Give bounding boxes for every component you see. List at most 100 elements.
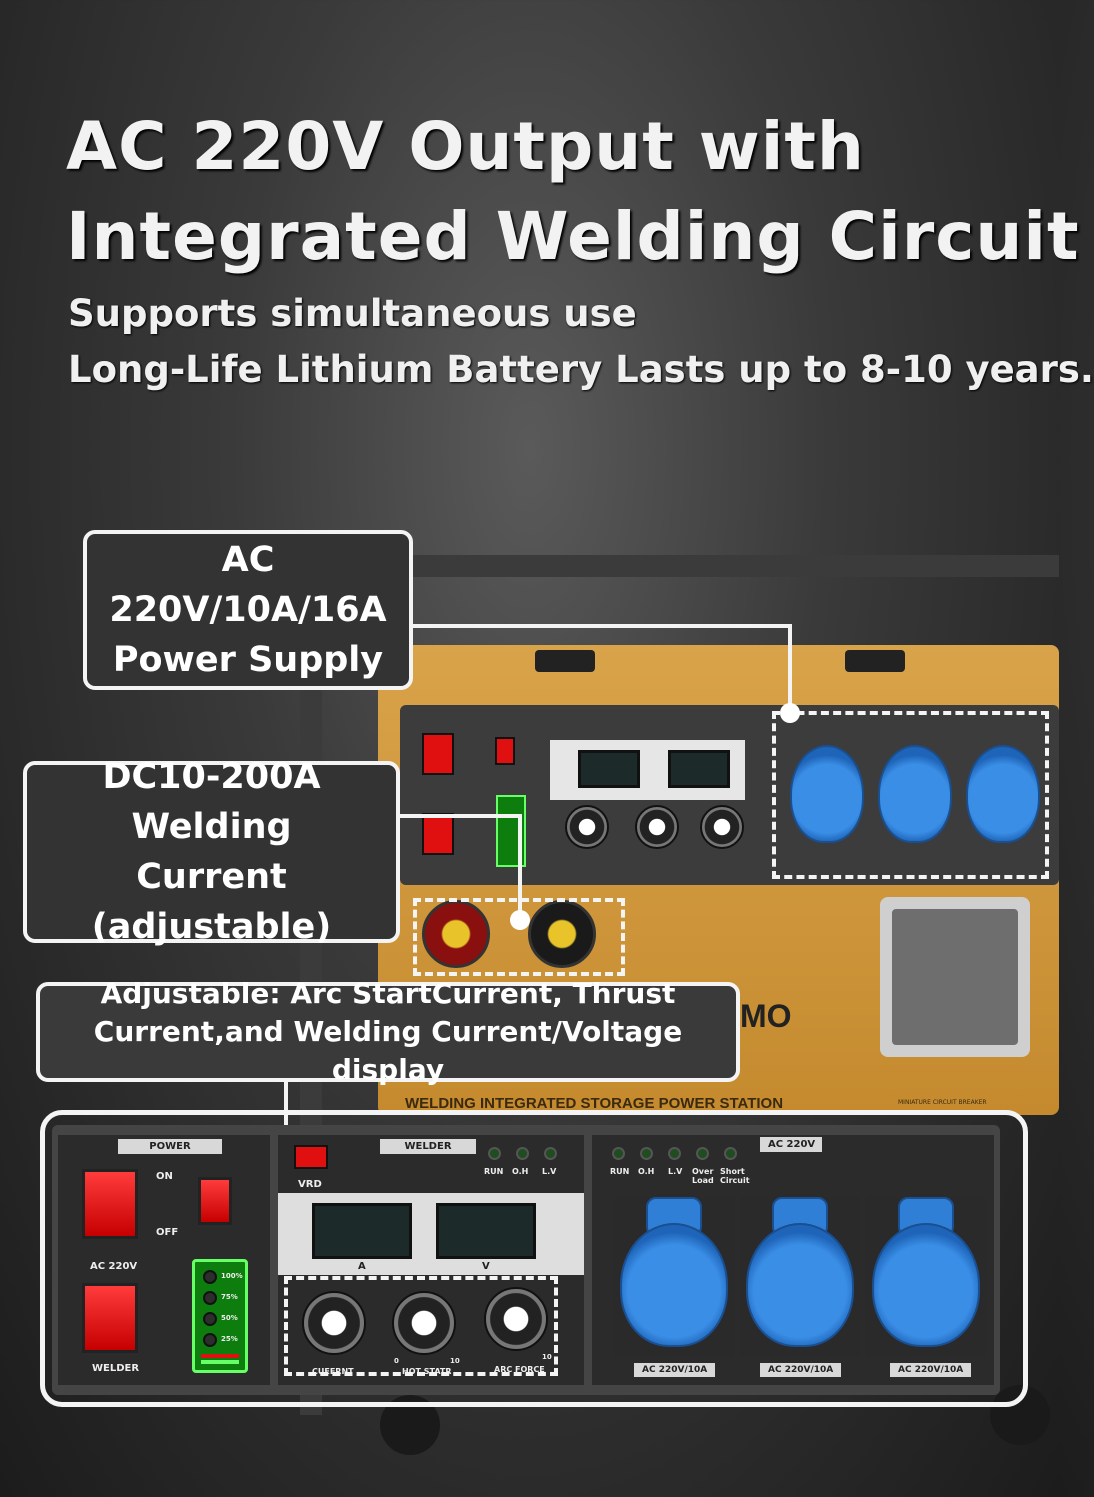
highlight-knobs	[284, 1276, 558, 1376]
ac-ind-run: RUN	[610, 1167, 630, 1176]
connector-power-h	[410, 624, 792, 628]
callout-welding-current: DC10-200A Welding Current (adjustable)	[23, 757, 400, 947]
upper-lcd-v	[668, 750, 730, 788]
welder-led-run	[488, 1147, 501, 1160]
highlight-sockets	[772, 711, 1049, 879]
upper-red-switch-2	[422, 813, 454, 855]
upper-socket-1	[790, 745, 864, 843]
power-section-title: POWER	[118, 1139, 222, 1154]
welder-led-lv	[544, 1147, 557, 1160]
ac-ind-short: Short Circuit	[720, 1167, 750, 1185]
socket-unit-3	[866, 1197, 986, 1357]
headline-line-2: Integrated Welding Circuit	[66, 198, 1080, 275]
welder-switch-label: WELDER	[92, 1363, 140, 1374]
ac-led-short	[724, 1147, 737, 1160]
knob-hot-start[interactable]	[392, 1291, 456, 1355]
knob-current-label: CUEERNT	[312, 1367, 354, 1376]
product-line: WELDING INTEGRATED STORAGE POWER STATION	[405, 1095, 784, 1112]
connector-power-dot	[780, 703, 800, 723]
latch-right	[845, 650, 905, 672]
main-power-switch[interactable]	[198, 1177, 232, 1225]
headline-line-1: AC 220V Output with	[66, 108, 865, 185]
ac-section-title: AC 220V	[760, 1137, 822, 1152]
welder-section: WELDER VRD RUN O.H L.V A V CUEERNT 0 10 …	[278, 1135, 584, 1385]
welder-ind-oh: O.H	[512, 1167, 529, 1176]
on-label: ON	[156, 1171, 173, 1182]
ac-led-run	[612, 1147, 625, 1160]
latch-left	[535, 650, 595, 672]
vrd-button[interactable]	[294, 1145, 328, 1169]
knob-arc-force[interactable]	[484, 1287, 548, 1351]
battery-indicator: 100% 75% 50% 25%	[192, 1259, 248, 1373]
battery-level-50: 50%	[221, 1314, 238, 1322]
socket-2[interactable]	[746, 1223, 854, 1347]
callout-power-supply-line-1: AC 220V/10A/16A	[109, 540, 387, 630]
ac-ind-overload: Over Load	[692, 1167, 714, 1185]
off-label: OFF	[156, 1227, 179, 1238]
zoomed-panel: POWER AC 220V WELDER ON OFF 100% 75% 50%…	[52, 1125, 1000, 1395]
breaker-label: MINIATURE CIRCUIT BREAKER	[898, 1099, 987, 1106]
socket-3[interactable]	[872, 1223, 980, 1347]
callout-power-supply-line-2: Power Supply	[112, 640, 384, 680]
upper-knob-2	[635, 805, 679, 849]
battery-level-100: 100%	[221, 1272, 243, 1280]
socket-3-label: AC 220V/10A	[890, 1363, 972, 1377]
upper-knob-3	[700, 805, 744, 849]
connector-weld-dot	[510, 910, 530, 930]
battery-bar-green	[201, 1360, 239, 1364]
socket-1[interactable]	[620, 1223, 728, 1347]
socket-2-label: AC 220V/10A	[760, 1363, 842, 1377]
welder-section-title: WELDER	[380, 1139, 476, 1154]
lcd-voltage-unit: V	[482, 1261, 490, 1272]
socket-unit-1	[614, 1197, 734, 1357]
upper-socket-3	[966, 745, 1040, 843]
callout-power-supply: AC 220V/10A/16A Power Supply	[83, 530, 413, 690]
knob-arc-force-max: 10	[542, 1353, 552, 1361]
callout-adjustable: Adjustable: Arc StartCurrent, Thrust Cur…	[36, 977, 740, 1086]
breaker-box	[880, 897, 1030, 1057]
ac-led-lv	[668, 1147, 681, 1160]
power-section: POWER AC 220V WELDER ON OFF 100% 75% 50%…	[58, 1135, 270, 1385]
zoomed-panel-frame	[40, 1110, 1028, 1407]
knob-current[interactable]	[302, 1291, 366, 1355]
subhead-line-1: Supports simultaneous use	[68, 292, 637, 335]
lcd-current-unit: A	[358, 1261, 366, 1272]
upper-lcd-a	[578, 750, 640, 788]
callout-adjustable-line-1: Adjustable: Arc StartCurrent, Thrust	[100, 977, 676, 1010]
connector-weld-h	[398, 814, 522, 818]
battery-led-100	[203, 1270, 217, 1284]
socket-1-label: AC 220V/10A	[634, 1363, 716, 1377]
knob-hot-start-label: HOT STATR	[402, 1367, 452, 1376]
callout-welding-current-line-1: DC10-200A Welding	[102, 757, 321, 847]
brand-partial: MO	[740, 998, 792, 1034]
battery-level-75: 75%	[221, 1293, 238, 1301]
welder-ind-run: RUN	[484, 1167, 504, 1176]
knob-hot-start-min: 0	[394, 1357, 399, 1365]
welder-switch[interactable]	[82, 1283, 138, 1353]
battery-led-75	[203, 1291, 217, 1305]
knob-hot-start-max: 10	[450, 1357, 460, 1365]
battery-led-50	[203, 1312, 217, 1326]
terminal-positive	[422, 900, 490, 968]
welder-led-oh	[516, 1147, 529, 1160]
upper-socket-2	[878, 745, 952, 843]
subhead-line-2: Long-Life Lithium Battery Lasts up to 8-…	[68, 348, 1094, 391]
lcd-voltage	[436, 1203, 536, 1259]
upper-red-switch-3	[495, 737, 515, 765]
ac-led-overload	[696, 1147, 709, 1160]
ac-led-oh	[640, 1147, 653, 1160]
connector-weld-v	[518, 814, 522, 914]
socket-unit-2	[740, 1197, 860, 1357]
upper-red-switch-1	[422, 733, 454, 775]
callout-adjustable-line-2: Current,and Welding Current/Voltage disp…	[93, 1015, 683, 1086]
callout-welding-current-line-2: Current (adjustable)	[91, 857, 332, 947]
ac-switch-label: AC 220V	[90, 1261, 138, 1272]
lcd-current	[312, 1203, 412, 1259]
welder-ind-lv: L.V	[542, 1167, 557, 1176]
knob-arc-force-label: ARC FORCE	[494, 1365, 545, 1374]
battery-led-25	[203, 1333, 217, 1347]
connector-power-v	[788, 624, 792, 712]
ac-switch[interactable]	[82, 1169, 138, 1239]
ac-ind-oh: O.H	[638, 1167, 655, 1176]
upper-knob-1	[565, 805, 609, 849]
